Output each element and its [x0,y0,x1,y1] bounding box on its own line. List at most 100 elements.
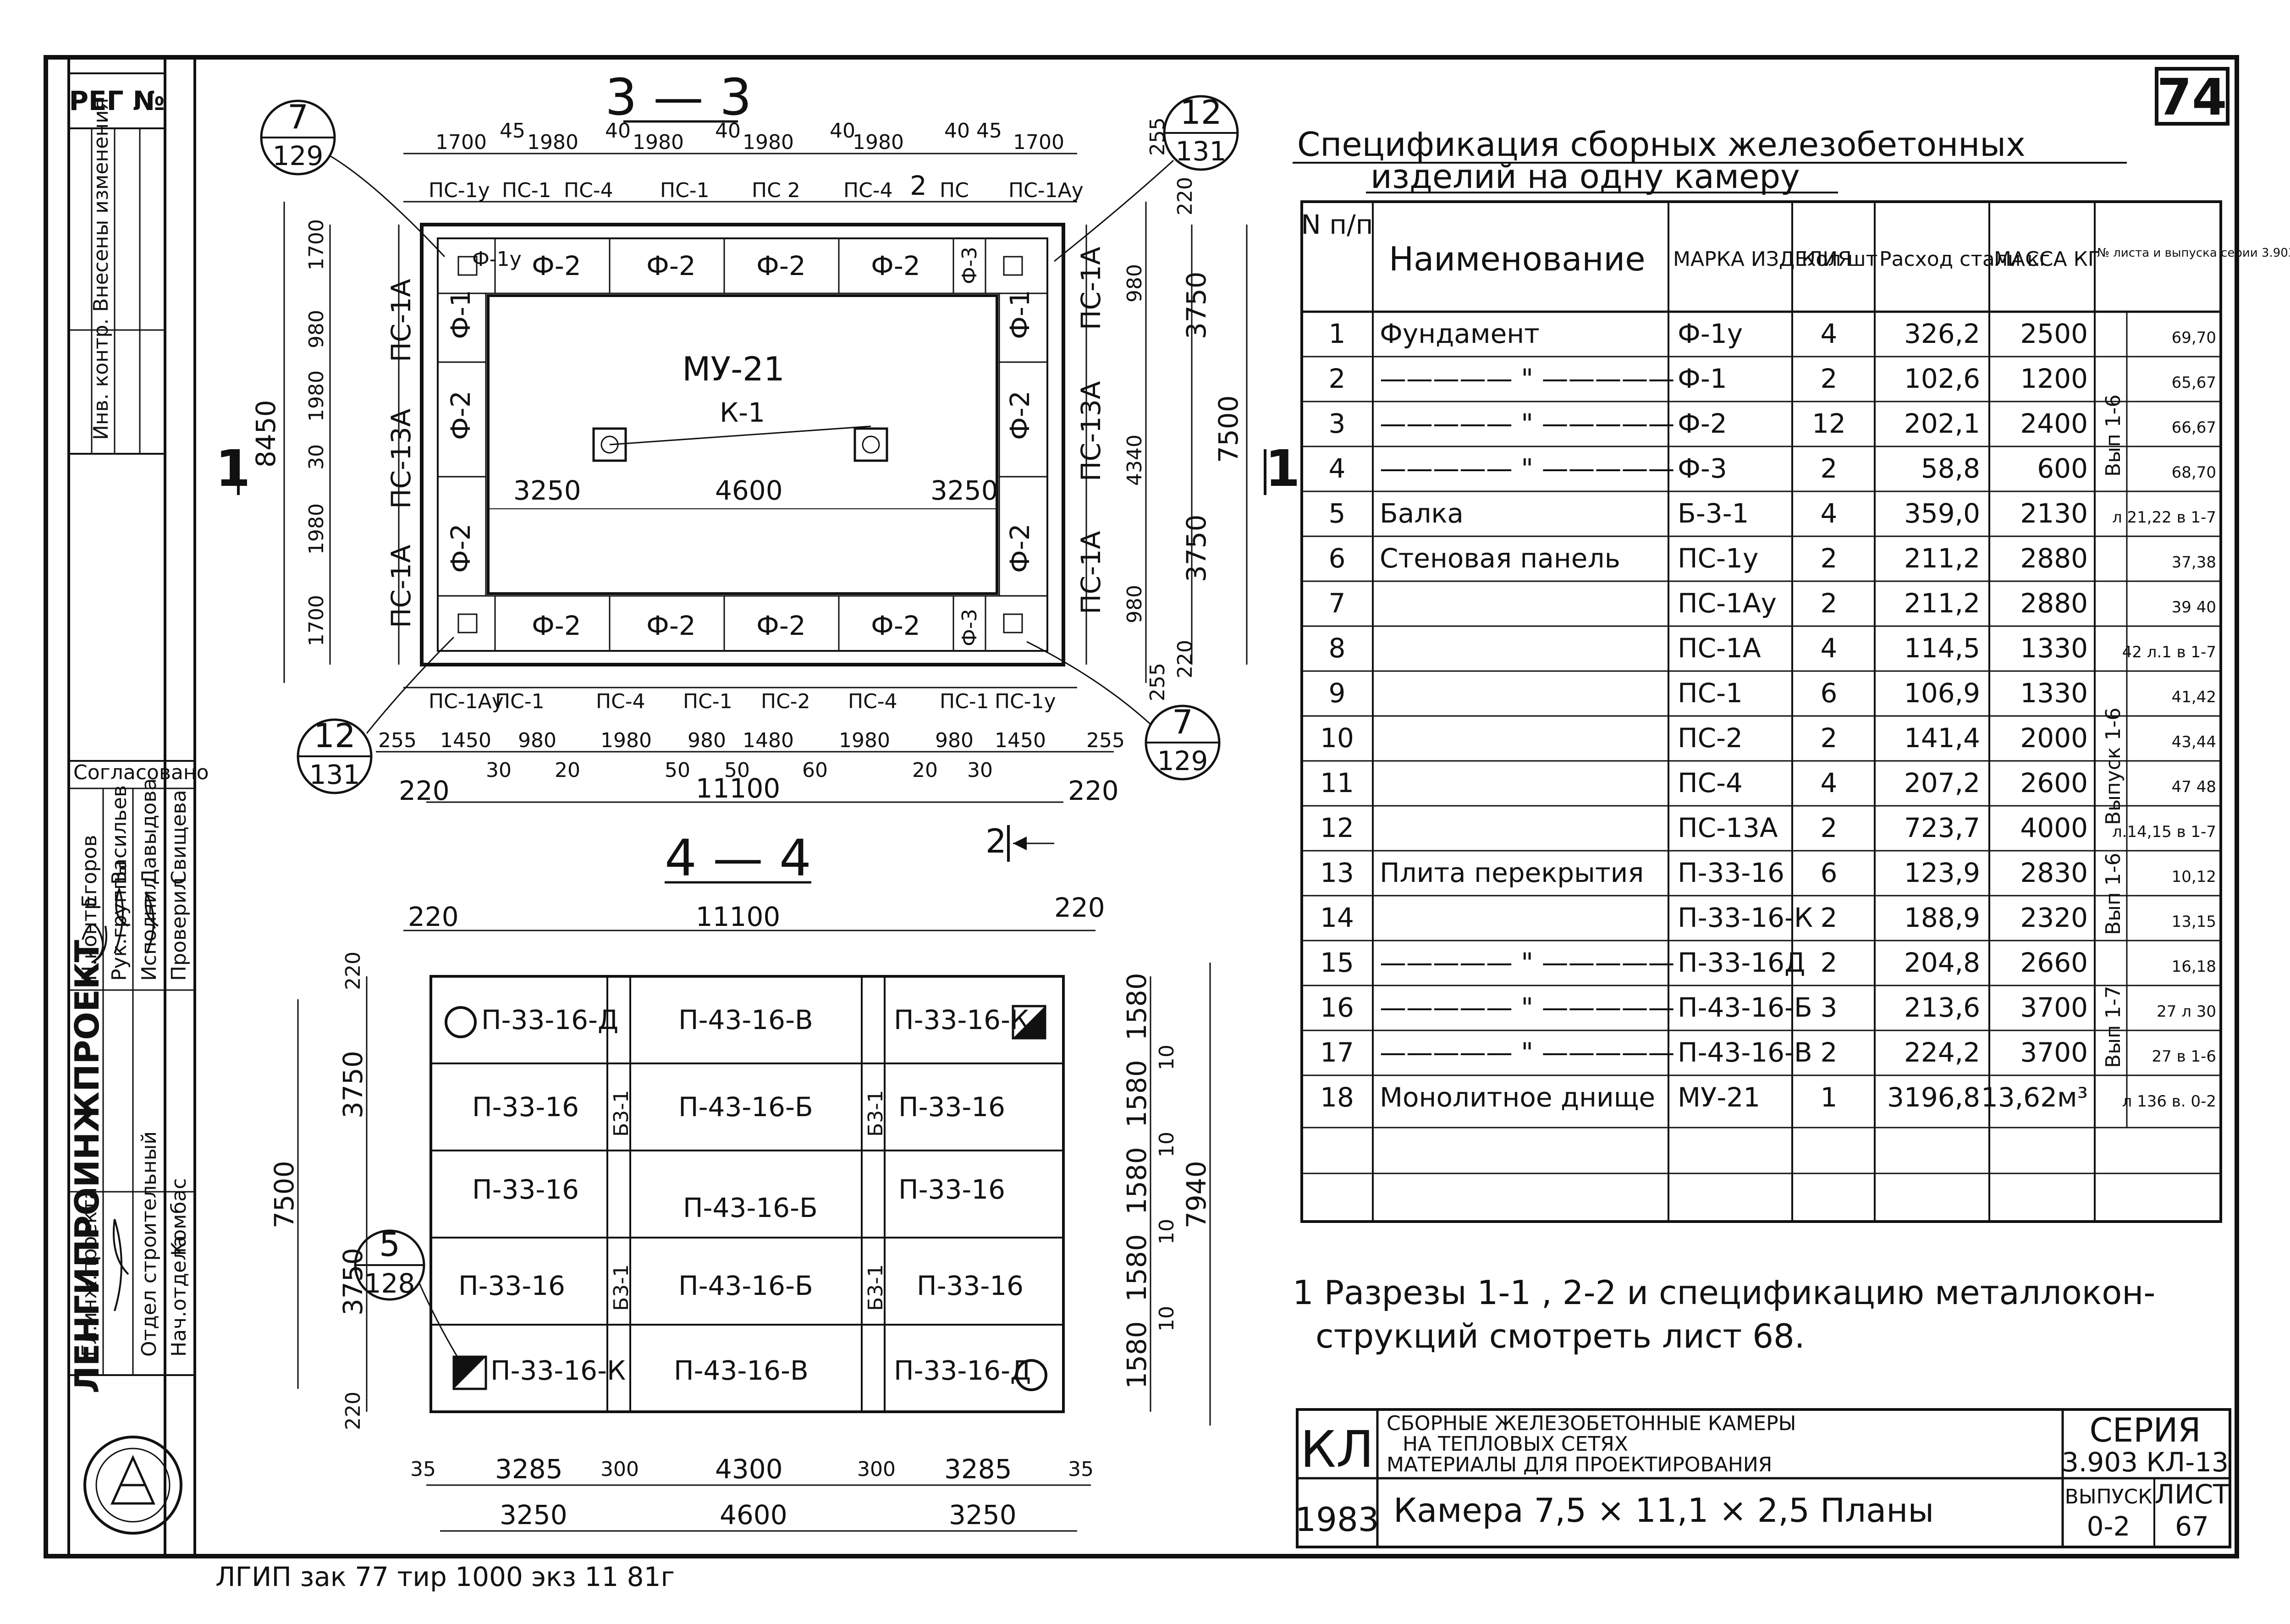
dim: 220 [408,901,459,932]
dim: 3250 [930,475,998,506]
title-desc1: СБОРНЫЕ ЖЕЛЕЗОБЕТОННЫЕ КАМЕРЫ [1387,1412,1796,1435]
dim: 11100 [696,901,781,932]
dim: 220 [1173,177,1197,215]
title-code: КЛ [1300,1420,1374,1479]
dim: 1700 [305,219,328,270]
spec-cell-mark: ПС-4 [1678,767,1743,798]
plan-33-top-foundations: Ф-2 Ф-2 Ф-2 Ф-2 Ф-3 Ф-1у [438,238,1047,294]
dim: 45 [976,119,1002,143]
spec-cell-ref: 68,70 [2172,463,2216,482]
spec-cell-mark: ПС-1А [1678,633,1761,664]
slab-label: П-33-16 [898,1174,1005,1205]
panel-label: ПС-4 [848,690,897,713]
dim: 50 [665,759,690,782]
spec-cell-qty: 2 [1821,363,1838,394]
dim: 255 [378,729,417,752]
spec-cell-name: ————— " ————— [1380,947,1675,978]
slab-label: П-33-16-Д [894,1355,1031,1386]
dim: 1980 [633,131,684,154]
spec-cell-mark: ПС-13А [1678,812,1778,843]
signature-2 [114,886,129,954]
dim: 4300 [715,1453,783,1485]
callout-sheet: 131 [309,759,360,790]
spec-cell-n: 12 [1320,812,1354,843]
plan-33-top-panels: ПС-1у ПС-1 ПС-4 ПС-1 ПС 2 ПС-4 ПС ПС-1Ау [429,179,1084,202]
dim: 1700 [305,595,328,646]
spec-cell-steel: 58,8 [1921,453,1980,484]
spec-cell-ref: 13,15 [2172,913,2216,931]
spec-cell-n: 15 [1320,947,1354,978]
panel-label: ПС-1 [940,690,989,713]
dim: 1580 [1121,973,1152,1040]
spec-cell-ref: 39 40 [2172,598,2216,617]
dim: 40 [605,119,631,143]
spec-cell-qty: 4 [1821,498,1838,529]
callout-num: 5 [379,1225,400,1264]
spec-cell-n: 17 [1320,1037,1354,1068]
spec-cell-ref: 47 48 [2172,778,2216,796]
spec-cell-steel: 123,9 [1904,857,1980,888]
spec-cell-name: Фундамент [1380,318,1540,349]
spec-cell-mass: 4000 [2020,812,2088,843]
spec-cell-n: 4 [1329,453,1346,484]
series-value: 3.903 КЛ-13 [2062,1447,2229,1478]
dim: 1980 [839,729,890,752]
slab-label: МУ-21 [682,350,785,388]
plan-33-inner-wall [437,237,1048,652]
note-line1: 1 Разрезы 1-1 , 2-2 и спецификацию метал… [1293,1273,2155,1312]
plan-33-right-foundations: Ф-1 Ф-2 Ф-2 [998,290,1047,596]
spec-cell-ref: 66,67 [2172,418,2216,437]
plan-33-left-foundations: Ф-1 Ф-2 Ф-2 [438,290,487,596]
issue-label: ВЫПУСК [2065,1485,2152,1508]
spec-cell-mass: 2830 [2020,857,2088,888]
callout-num: 12 [314,716,356,755]
dim: 1980 [743,131,794,154]
panel-label: ПС-13А [385,408,417,509]
dim: 220 [341,1392,365,1430]
spec-cell-qty: 2 [1821,543,1838,574]
spec-cell-mass: 2880 [2020,588,2088,619]
spec-cell-n: 1 [1329,318,1346,349]
spec-cell-qty: 3 [1821,992,1838,1023]
name-6: Комбас [167,1178,191,1256]
spec-cell-qty: 2 [1821,947,1838,978]
spec-cell-mass: 2600 [2020,767,2088,798]
role-3: Исполнил [138,877,161,981]
foundation-label: Ф-2 [871,610,920,641]
role-6: Нач.отдела [167,1235,191,1357]
page-number: 74 [2157,68,2227,127]
spec-title-line2: изделий на одну камеру [1371,157,1800,196]
foundation-label: Ф-2 [1004,391,1035,440]
sheet-name: Камера 7,5 × 11,1 × 2,5 Планы [1393,1491,1934,1530]
callout-sheet: 131 [1176,136,1227,167]
foundation-label: Ф-3 [958,247,981,284]
callout-bottom-right: 7 129 [1026,641,1221,781]
plan-33-slab [487,294,998,595]
dim: 1580 [1121,1321,1152,1389]
dim: 220 [399,775,450,806]
dim: 1980 [305,370,328,422]
column-right [853,427,888,462]
spec-cell-n: 11 [1320,767,1354,798]
dim: 4600 [715,475,783,506]
plan-33-top-dims: 1700 45 1980 40 1980 40 1980 40 1980 40 … [435,119,1064,154]
sheet-label: ЛИСТ [2155,1479,2229,1510]
outer-frame [44,55,2239,1558]
callout-sheet: 128 [364,1268,415,1299]
dim: 4600 [720,1499,787,1530]
dim: 980 [935,729,974,752]
slab-label: П-43-16-В [678,1004,813,1035]
dim: 7940 [1181,1161,1212,1228]
callout-sheet: 129 [273,140,324,171]
page-number-box: 74 [2155,67,2229,127]
dim: 10 [1155,1219,1178,1244]
foundation-label: Ф-2 [445,523,476,573]
spec-cell-qty: 12 [1812,408,1846,439]
dim: 3750 [1181,514,1212,582]
note-line2: струкций смотреть лист 68. [1316,1317,1805,1355]
print-note: ЛГИП зак 77 тир 1000 экз 11 81г [215,1561,675,1592]
signature-1 [82,924,107,963]
spec-cell-n: 13 [1320,857,1354,888]
spec-cell-mark: П-33-16-К [1678,902,1813,933]
